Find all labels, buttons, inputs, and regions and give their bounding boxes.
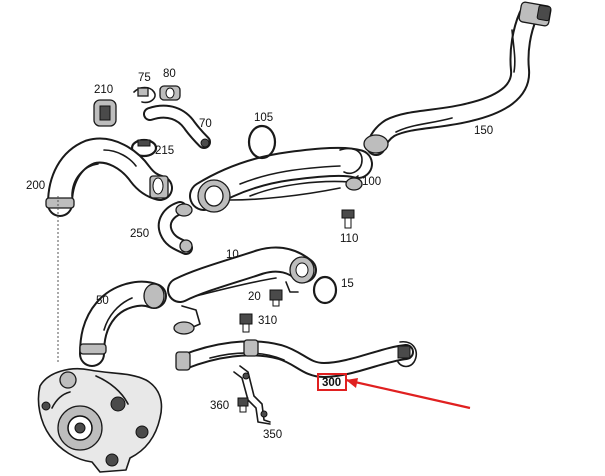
label-215: 215 [155, 145, 174, 157]
label-50: 50 [96, 295, 109, 307]
label-100: 100 [362, 176, 381, 188]
oring-105 [247, 124, 277, 160]
water-pump-housing [37, 368, 163, 473]
bolt-310 [239, 313, 253, 333]
hose-300 [175, 339, 418, 378]
label-310: 310 [258, 315, 277, 327]
leader-lines [57, 196, 471, 410]
fitting-75 [133, 86, 156, 104]
clamp-80 [159, 85, 181, 101]
pipe-10 [167, 246, 317, 335]
hose-150 [363, 1, 552, 156]
label-80: 80 [163, 68, 176, 80]
label-75: 75 [138, 72, 151, 84]
label-15: 15 [341, 278, 354, 290]
label-70: 70 [199, 118, 212, 130]
label-360: 360 [210, 400, 229, 412]
label-250: 250 [130, 228, 149, 240]
hose-250 [157, 201, 193, 255]
label-105: 105 [254, 112, 273, 124]
label-150: 150 [474, 125, 493, 137]
hose-50 [79, 280, 167, 367]
clip-210 [93, 99, 117, 127]
label-300: 300 [322, 377, 341, 389]
oring-15 [312, 275, 338, 305]
label-110: 110 [340, 233, 358, 245]
highlight-arrow-head [346, 378, 358, 388]
label-200: 200 [26, 180, 45, 192]
label-20: 20 [248, 291, 261, 303]
part-labels: 10 15 20 50 70 75 80 100 105 110 150 200… [26, 68, 493, 441]
label-350: 350 [263, 429, 282, 441]
bolt-360 [237, 397, 249, 413]
clamp-215 [130, 138, 158, 158]
highlight-box [317, 373, 347, 391]
hose-200 [45, 137, 173, 217]
highlight-arrow-line [345, 378, 471, 410]
hose-70 [143, 104, 211, 149]
bolt-20 [269, 289, 283, 307]
bolt-110 [341, 209, 355, 229]
label-210: 210 [94, 84, 113, 96]
pipe-100 [189, 146, 373, 213]
label-10: 10 [226, 249, 239, 261]
bracket-350 [233, 365, 271, 425]
